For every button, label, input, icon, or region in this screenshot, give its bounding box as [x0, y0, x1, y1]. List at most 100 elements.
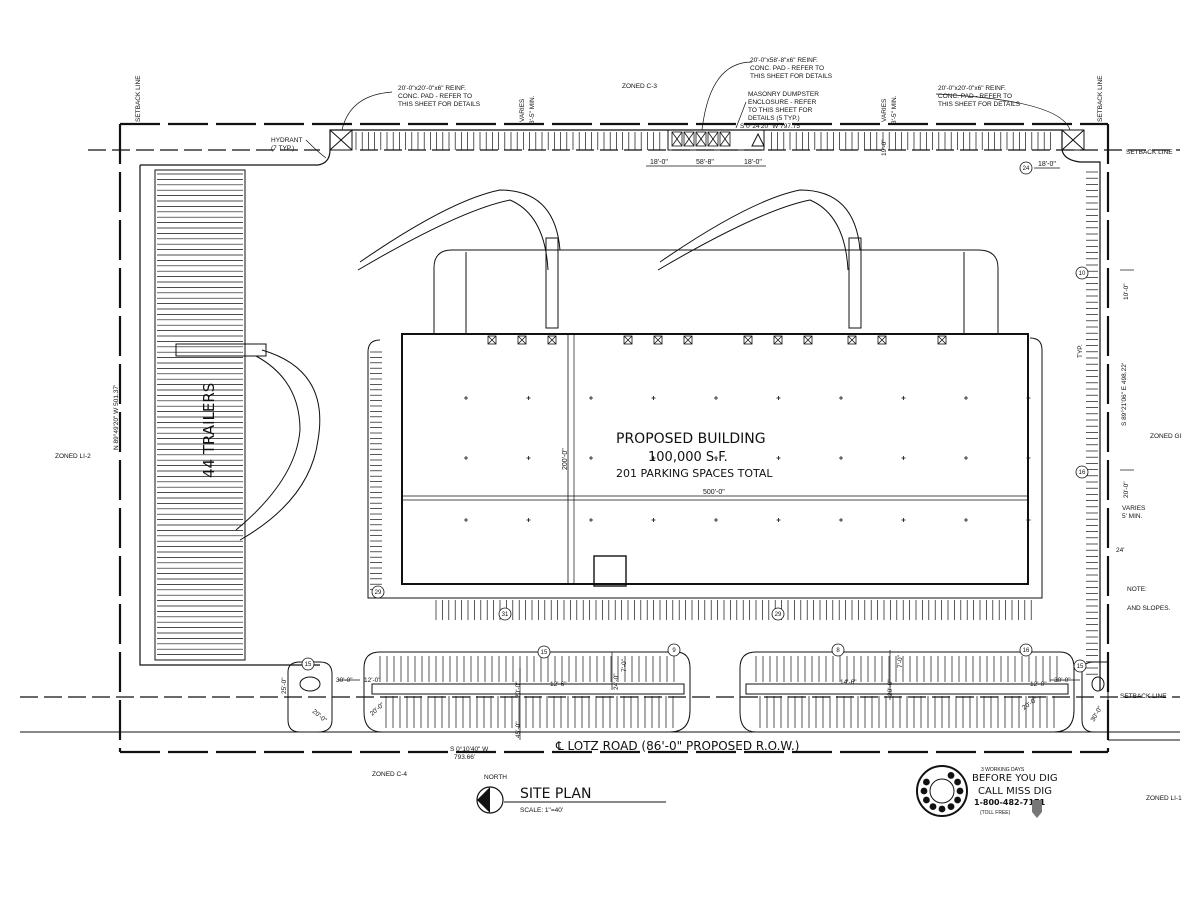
- dim-label: 7'-0": [621, 658, 628, 672]
- dumpster-enclosure: [683, 131, 695, 147]
- setback-label-bottom: SETBACK LINE: [1120, 693, 1167, 700]
- bearing-south: S 0°10'40" W: [450, 745, 489, 753]
- north-curb: [139, 129, 1101, 690]
- dock-door: [877, 335, 887, 345]
- dial-hole: [929, 803, 937, 810]
- count-marker-circle: [537, 645, 551, 659]
- dim-label: 3'-5" MIN.: [529, 95, 536, 124]
- title-block: NORTH SITE PLAN SCALE: 1"=40': [476, 774, 666, 814]
- zoned-c4-label: ZONED C-4: [372, 771, 407, 778]
- dim-label: 20'-0": [515, 681, 522, 698]
- stripe: [683, 131, 695, 147]
- north-label: NORTH: [484, 774, 507, 781]
- count-marker-label: 15: [305, 662, 312, 668]
- bearing-east: S 89°21'06" E 498.22': [1120, 363, 1128, 426]
- dial-hole: [920, 787, 928, 795]
- zoned-c3-label: ZONED C-3: [622, 83, 657, 90]
- leader-lines: [305, 61, 1071, 159]
- dumpster-note-line: MASONRY DUMPSTER: [748, 91, 819, 98]
- pad-note-left-line: CONC. PAD - REFER TO: [398, 93, 472, 100]
- count-marker-circle: [771, 607, 785, 621]
- count-marker-label: 16: [1079, 470, 1086, 476]
- dumpster-enclosure: [695, 131, 707, 147]
- dim-label: 12'-6": [550, 681, 567, 688]
- caution-triangle-icon: [751, 132, 765, 147]
- dumpster-note-line: ENCLOSURE - REFER: [748, 99, 817, 106]
- building-width-label: 500'-0": [703, 489, 725, 496]
- dim-label: 18'-0": [650, 159, 668, 166]
- bearing-north: S 0°24'20" W 797.75': [740, 122, 801, 130]
- dial-hole: [956, 787, 964, 795]
- dial-hole: [954, 796, 961, 804]
- dock-door: [623, 335, 633, 345]
- zoned-gi-label: ZONED GI: [1150, 433, 1182, 440]
- stripe: [653, 335, 663, 345]
- stripe: [623, 335, 633, 345]
- count-marker-circle: [1019, 161, 1033, 175]
- count-marker-circle: [667, 643, 681, 657]
- dumpster-enclosure: [671, 131, 683, 147]
- count-marker-label: 9: [672, 648, 676, 654]
- dock-turning-paths: [357, 189, 862, 329]
- stripe: [877, 335, 887, 345]
- bearing-south-distance: 793.66': [454, 754, 475, 761]
- dim-label: 30'-0": [336, 677, 353, 684]
- dim-label: 7'-0": [897, 654, 904, 668]
- building-depth-label: 200'-0": [562, 448, 569, 470]
- dim-label: 3'-5" MIN.: [891, 95, 898, 124]
- dumpster-enclosures: [671, 131, 731, 147]
- dim-label: 5' MIN.: [1122, 513, 1143, 520]
- proposed-building: [367, 333, 1043, 599]
- dumpster-note-line: TO THIS SHEET FOR: [748, 107, 813, 114]
- side-note: NOTE: AND SLOPES.: [1127, 586, 1171, 612]
- dim-label: 20'-0": [887, 679, 894, 696]
- parking-total: 201 PARKING SPACES TOTAL: [616, 467, 773, 480]
- south-lot-stripes: [379, 656, 1058, 728]
- miss-dig-shovel-icon: [1032, 800, 1042, 818]
- bearing-west: N 89°49'20" W 501.37': [112, 385, 120, 450]
- dock-doors: [487, 335, 947, 345]
- stripe: [487, 335, 497, 345]
- hydrant-note-line: (7 TYP.): [271, 145, 294, 152]
- pad-note-right-line: CONC. PAD - REFER TO: [938, 93, 1012, 100]
- zoning-labels: ZONED C-3 ZONED LI-2 ZONED GI ZONED C-4 …: [55, 83, 1182, 802]
- property-line: [118, 122, 1110, 754]
- setback-lines: [20, 149, 1180, 698]
- dial-hole: [947, 772, 955, 779]
- column-grid: [464, 396, 1031, 522]
- count-marker-label: 29: [775, 612, 782, 618]
- dim-label: VARIES: [881, 98, 888, 122]
- dock-door: [937, 335, 947, 345]
- east-parking-stripes: [1086, 171, 1098, 675]
- hydrant-note: HYDRANT (7 TYP.): [271, 137, 302, 152]
- dock-door: [487, 335, 497, 345]
- setback-label-top-left: SETBACK LINE: [135, 75, 142, 122]
- stripe: [683, 335, 693, 345]
- stripe: [773, 335, 783, 345]
- count-marker-circle: [831, 643, 845, 657]
- dumpster-enclosure: [719, 131, 731, 147]
- dim-label: 45'-0": [515, 721, 522, 738]
- dim-label: 20'-0": [369, 701, 387, 717]
- stripe: [707, 131, 719, 147]
- trailer-parking: [154, 169, 246, 661]
- stripe: [937, 335, 947, 345]
- south-building-stripes: [435, 600, 1032, 620]
- dimension-labels: 18'-0" 58'-8" 18'-0" 18'-0" VARIES 3'-5"…: [281, 95, 1146, 738]
- concrete-pads: [329, 129, 1085, 151]
- west-parking-stripes: [370, 351, 382, 590]
- count-marker-label: 8: [836, 648, 840, 654]
- pad-note-left: 20'-0"x20'-0"x6" REINF. CONC. PAD - REFE…: [398, 85, 481, 108]
- side-note-line: AND SLOPES.: [1127, 605, 1171, 612]
- side-note-line: NOTE:: [1127, 586, 1147, 593]
- dock-door: [547, 335, 557, 345]
- dial-hole: [954, 778, 961, 786]
- dim-label: 14'-6": [840, 679, 857, 686]
- dim-label: 18'-0": [744, 159, 762, 166]
- dim-label: 58'-8": [696, 159, 714, 166]
- dim-label: 25'-0": [281, 677, 288, 694]
- count-marker-label: 24: [1023, 166, 1030, 172]
- stripe: [743, 335, 753, 345]
